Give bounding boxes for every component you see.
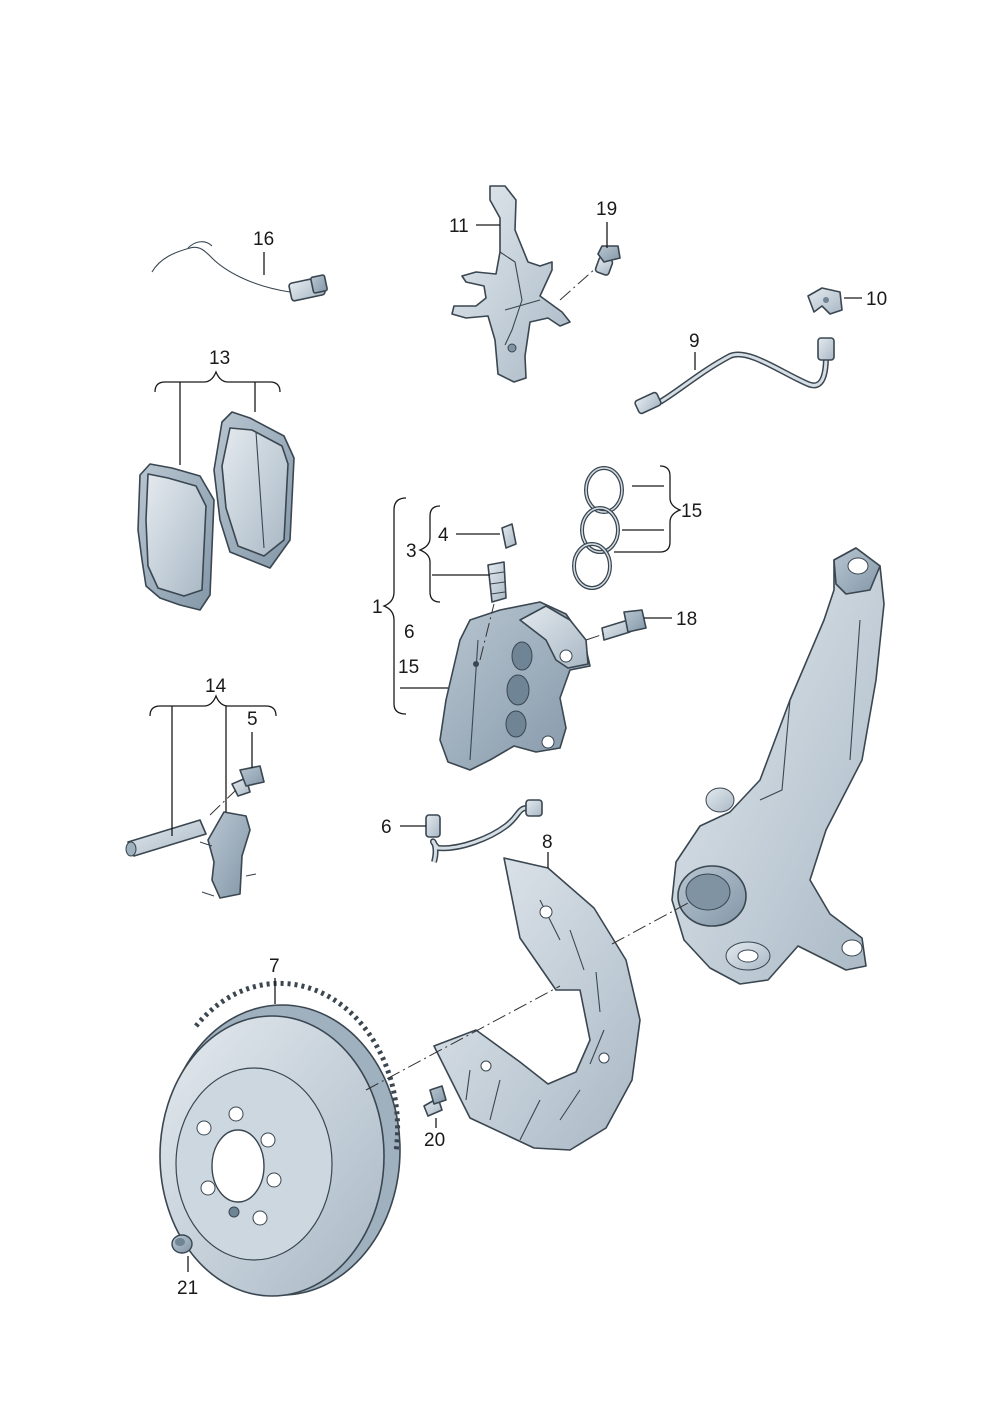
label-10: 10 [866,289,887,310]
brake-line-6 [425,799,543,863]
brake-pads-13 [137,411,295,611]
label-15-caliper: 15 [398,657,419,678]
bolt-19 [594,245,621,276]
label-4: 4 [438,525,449,546]
label-13: 13 [209,348,230,369]
label-7: 7 [269,956,280,977]
bolt-18 [601,609,647,641]
brake-line-9 [634,337,835,415]
brake-disc-7 [159,980,401,1297]
caliper-1 [439,601,591,771]
clip-10 [807,287,843,315]
label-1: 1 [372,597,383,618]
wear-sensor-16 [151,241,328,302]
label-16: 16 [253,229,274,250]
steering-knuckle [671,547,885,985]
label-5: 5 [247,709,258,730]
bolt-20 [423,1085,447,1117]
callout-labels: 16 11 19 10 9 13 15 4 3 1 18 6 15 14 5 6… [177,199,887,1299]
label-21: 21 [177,1278,198,1299]
label-6-lower: 6 [381,817,392,838]
guide-pin-14 [125,765,265,899]
bracket-11 [451,185,571,383]
leader-lines [149,222,862,1272]
label-15-seals: 15 [681,501,702,522]
label-3: 3 [406,541,417,562]
label-19: 19 [596,199,617,220]
label-6-upper: 6 [404,622,415,643]
screw-21 [171,1234,193,1254]
seal-rings-15 [572,466,624,590]
label-9: 9 [689,331,700,352]
label-14: 14 [205,676,227,697]
bleeder-valves-3-4 [487,523,517,603]
label-11: 11 [449,216,469,237]
assembly-axes [209,267,691,1091]
label-20: 20 [424,1130,445,1151]
dust-shield-8 [433,857,641,1151]
label-18: 18 [676,609,697,630]
label-8: 8 [542,832,553,853]
